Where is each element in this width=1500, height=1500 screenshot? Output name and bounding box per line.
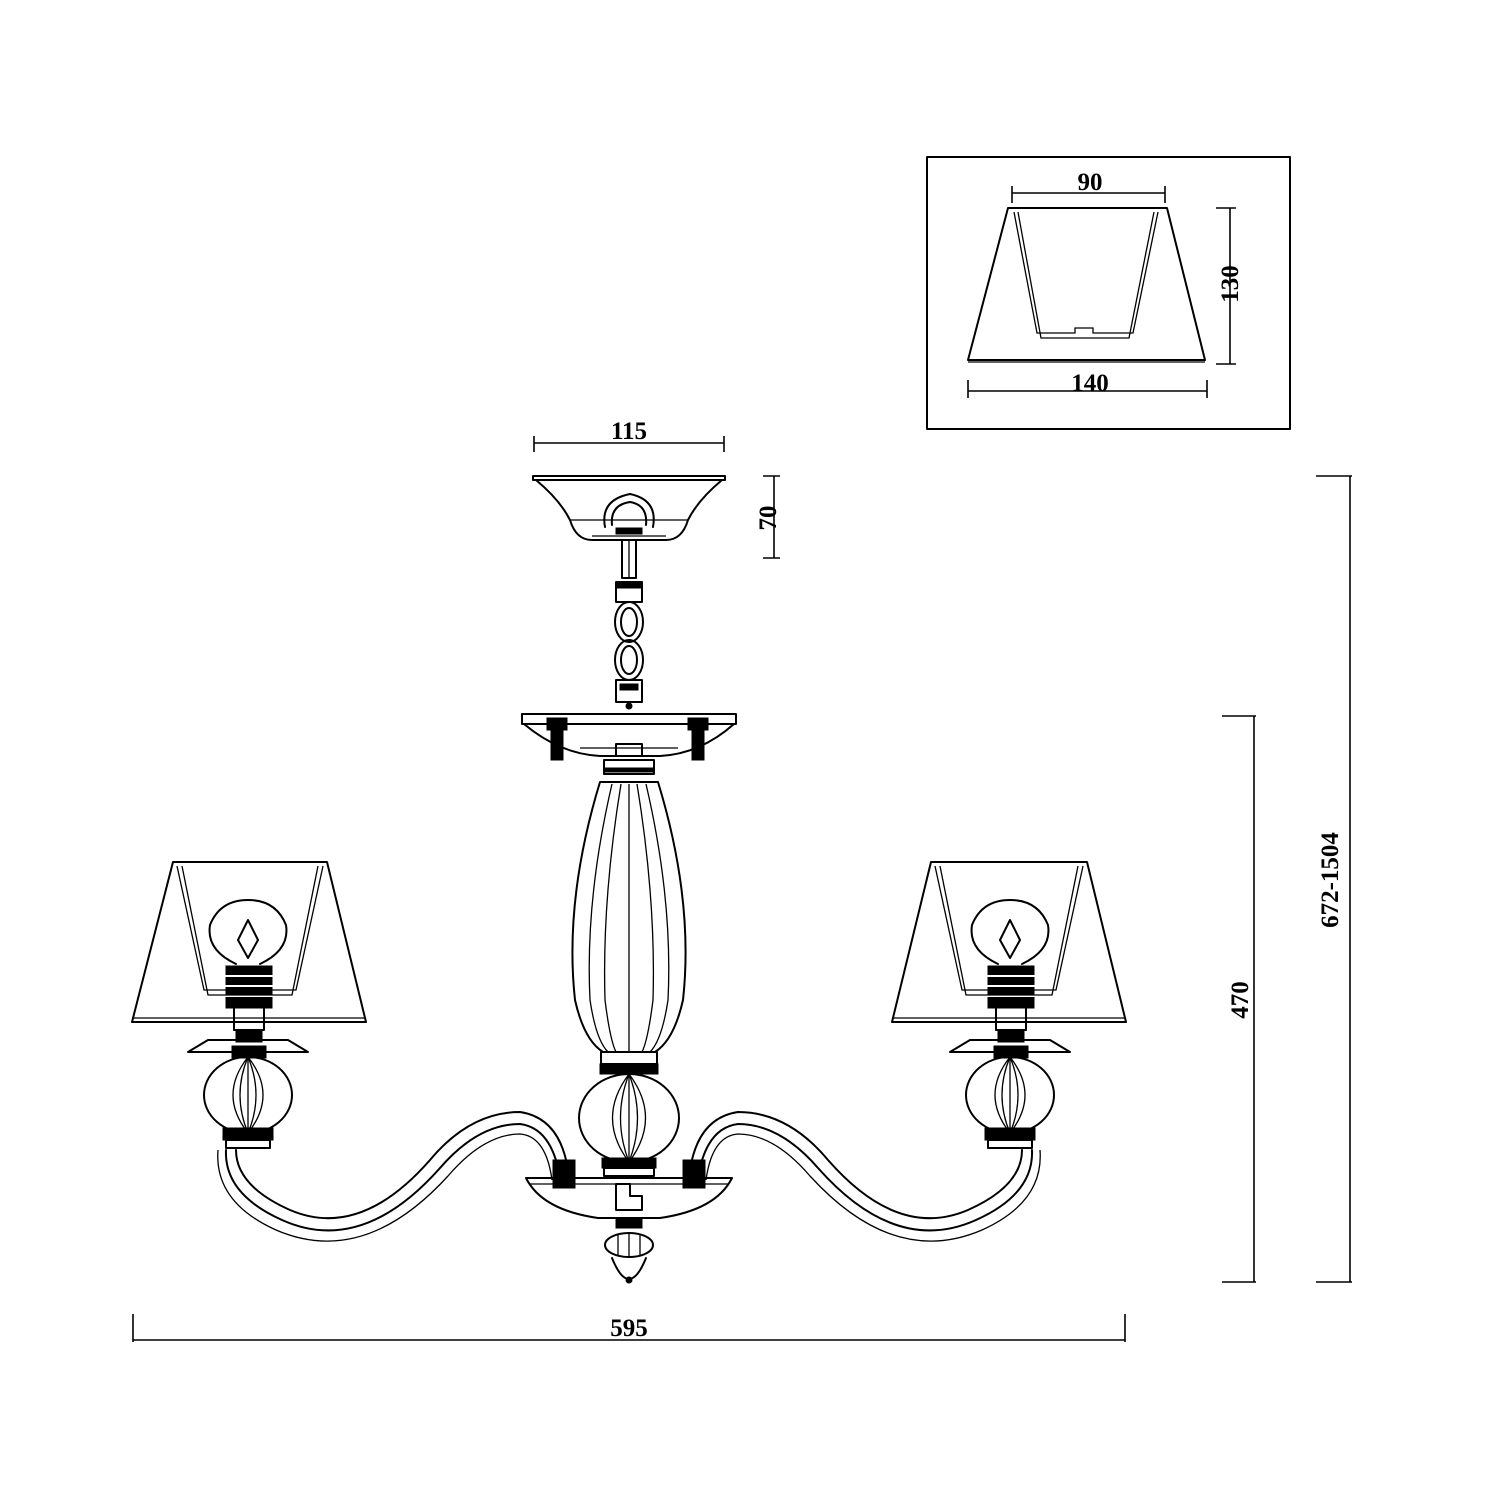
canopy-height-label: 70 bbox=[755, 506, 782, 531]
body-height-label: 470 bbox=[1227, 981, 1254, 1019]
shade-bottom-width-label: 140 bbox=[1071, 370, 1109, 397]
suspension-chain bbox=[614, 539, 644, 710]
right-lamp bbox=[891, 861, 1127, 1149]
upper-plate bbox=[521, 713, 737, 761]
lower-bowl bbox=[525, 1159, 733, 1284]
ceiling-canopy: 115 70 bbox=[532, 418, 782, 559]
central-column bbox=[571, 759, 687, 1177]
overall-width-label: 595 bbox=[610, 1315, 648, 1342]
body-height-dimension: 470 bbox=[1222, 715, 1256, 1283]
left-arm bbox=[217, 1111, 569, 1242]
total-height-label: 672-1504 bbox=[1317, 832, 1344, 928]
shade-height-label: 130 bbox=[1217, 265, 1244, 303]
shade-top-width-label: 90 bbox=[1078, 169, 1103, 196]
canopy-width-label: 115 bbox=[611, 418, 647, 445]
total-height-dimension: 672-1504 bbox=[1316, 475, 1352, 1283]
width-dimension: 595 bbox=[132, 1314, 1126, 1342]
left-lamp bbox=[131, 861, 367, 1149]
right-arm bbox=[689, 1111, 1041, 1242]
shade-detail-panel: 90 140 130 bbox=[926, 156, 1291, 430]
